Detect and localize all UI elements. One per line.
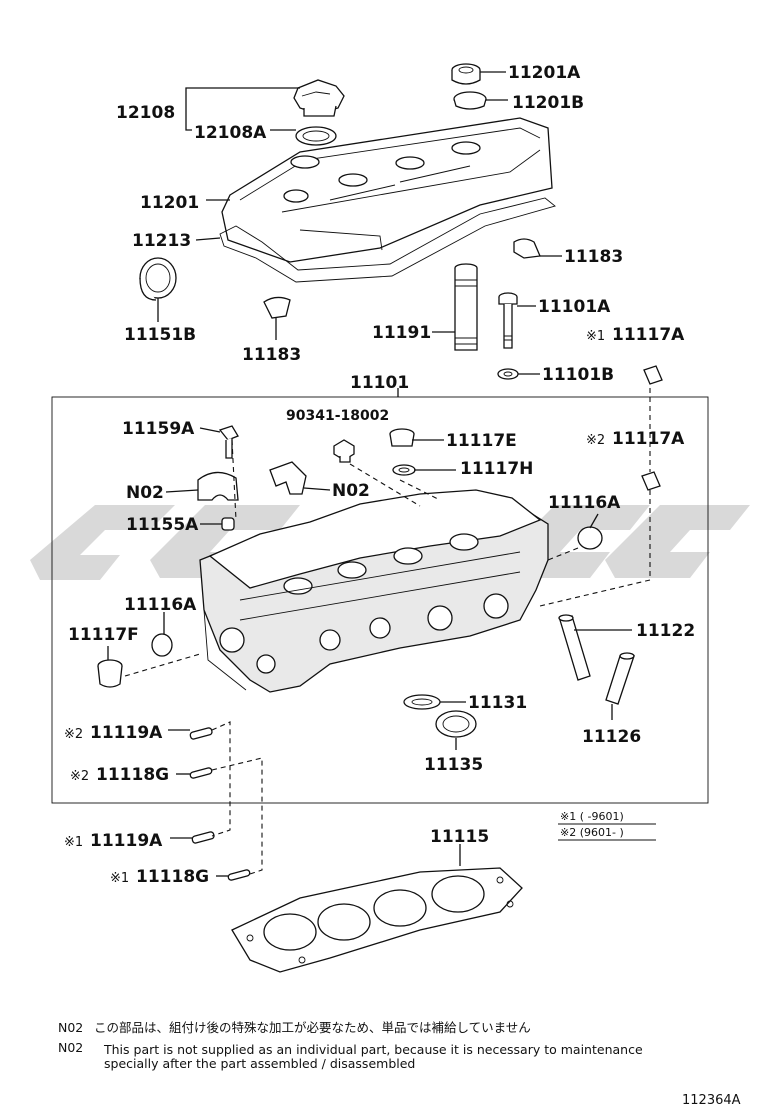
label-11135: 11135 <box>424 755 483 775</box>
head-bolt <box>498 292 518 349</box>
valve-seat-b <box>435 710 477 738</box>
cylinder-head <box>199 489 549 693</box>
label-11126: 11126 <box>582 727 641 747</box>
label-11101: 11101 <box>350 373 409 393</box>
expansion-plug-right <box>577 526 603 550</box>
note-en-line1: This part is not supplied as an individu… <box>103 1042 643 1057</box>
label-11117a-mid: 11117A <box>612 429 685 449</box>
label-11116a-left: 11116A <box>124 595 197 615</box>
plug-lower <box>641 471 661 491</box>
straight-pin-inner <box>189 767 213 779</box>
ring-pin-outer <box>191 831 215 844</box>
ring-pin-inner <box>189 727 213 740</box>
semi-circular-plug-right <box>513 238 541 259</box>
head-cover-gasket <box>219 197 556 283</box>
oil-filler-cap-gasket <box>295 126 337 146</box>
oil-filler-cap <box>293 79 345 117</box>
spark-plug-tube <box>454 263 478 351</box>
straight-pin-outer <box>227 869 251 881</box>
label-11119a-out: 11119A <box>90 831 163 851</box>
note-jp-code: N02 <box>58 1020 83 1035</box>
oil-seal <box>139 257 177 301</box>
cylinder-head-gasket <box>231 867 523 973</box>
bearing-cap-left <box>197 471 239 501</box>
note-en-line2: specially after the part assembled / dis… <box>104 1056 415 1071</box>
head-bolt-washer <box>497 368 519 380</box>
grommet-b <box>453 91 487 110</box>
label-11119a-out-mark: ※1 <box>64 835 83 850</box>
label-11131: 11131 <box>468 693 527 713</box>
plug-gasket <box>392 464 416 476</box>
label-11119a-in-mark: ※2 <box>64 727 83 742</box>
valve-guide <box>558 614 591 681</box>
label-11191: 11191 <box>372 323 431 343</box>
footnotes: N02 この部品は、組付け後の特殊な加工が必要なため、単品では補給していません … <box>58 1020 643 1071</box>
legend-row-2: ※2 (9601- ) <box>560 826 624 839</box>
label-11117a-mid-mark: ※2 <box>586 433 605 448</box>
tight-plug <box>389 428 415 447</box>
label-n02-right: N02 <box>332 481 370 501</box>
note-jp-text: この部品は、組付け後の特殊な加工が必要なため、単品では補給していません <box>94 1020 531 1035</box>
grommet-a <box>451 63 481 85</box>
label-12108: 12108 <box>116 103 175 123</box>
label-11155a: 11155A <box>126 515 199 535</box>
valve-guide-intake <box>605 652 635 705</box>
plug-upper <box>643 365 663 385</box>
cylinder-head-cover <box>221 117 553 263</box>
label-11117h: 11117H <box>460 459 533 479</box>
screw-plug <box>333 439 355 463</box>
alignment-dashes <box>124 388 651 875</box>
label-90341-18002: 90341-18002 <box>286 408 389 424</box>
label-11115: 11115 <box>430 827 489 847</box>
note-en-code: N02 <box>58 1040 83 1055</box>
label-12108a: 12108A <box>194 123 267 143</box>
expansion-plug-left <box>151 633 173 657</box>
label-11118g-out: 11118G <box>136 867 209 887</box>
figure-number: 112364A <box>682 1093 741 1108</box>
straight-pin <box>221 517 235 531</box>
label-11122: 11122 <box>636 621 695 641</box>
labels: 12108 12108A 11201A 11201B 11201 11213 1… <box>64 63 695 887</box>
label-11118g-in-mark: ※2 <box>70 769 89 784</box>
label-n02-left: N02 <box>126 483 164 503</box>
label-11213: 11213 <box>132 231 191 251</box>
label-11101a: 11101A <box>538 297 611 317</box>
label-11116a-right: 11116A <box>548 493 621 513</box>
tapered-screw-plug <box>97 659 123 688</box>
label-11159a: 11159A <box>122 419 195 439</box>
semi-circular-plug-left <box>263 296 291 319</box>
label-11101b: 11101B <box>542 365 614 385</box>
label-11183-right: 11183 <box>564 247 623 267</box>
label-11118g-in: 11118G <box>96 765 169 785</box>
legend-row-1: ※1 ( -9601) <box>560 810 624 823</box>
stud-bolt <box>218 425 239 459</box>
label-11117e: 11117E <box>446 431 517 451</box>
label-11117a-top: 11117A <box>612 325 685 345</box>
label-11117a-top-mark: ※1 <box>586 329 605 344</box>
label-11183-left: 11183 <box>242 345 301 365</box>
label-11151b: 11151B <box>124 325 196 345</box>
cylinder-head-group-frame <box>51 396 709 804</box>
label-11201a: 11201A <box>508 63 581 83</box>
label-11201: 11201 <box>140 193 199 213</box>
leader-lines <box>107 71 632 877</box>
bearing-cap-right <box>269 461 307 495</box>
label-11201b: 11201B <box>512 93 584 113</box>
applicability-legend: ※1 ( -9601) ※2 (9601- ) <box>558 810 656 841</box>
valve-seat-a <box>403 694 441 710</box>
label-11118g-out-mark: ※1 <box>110 871 129 886</box>
label-11117f: 11117F <box>68 625 139 645</box>
label-11119a-in: 11119A <box>90 723 163 743</box>
